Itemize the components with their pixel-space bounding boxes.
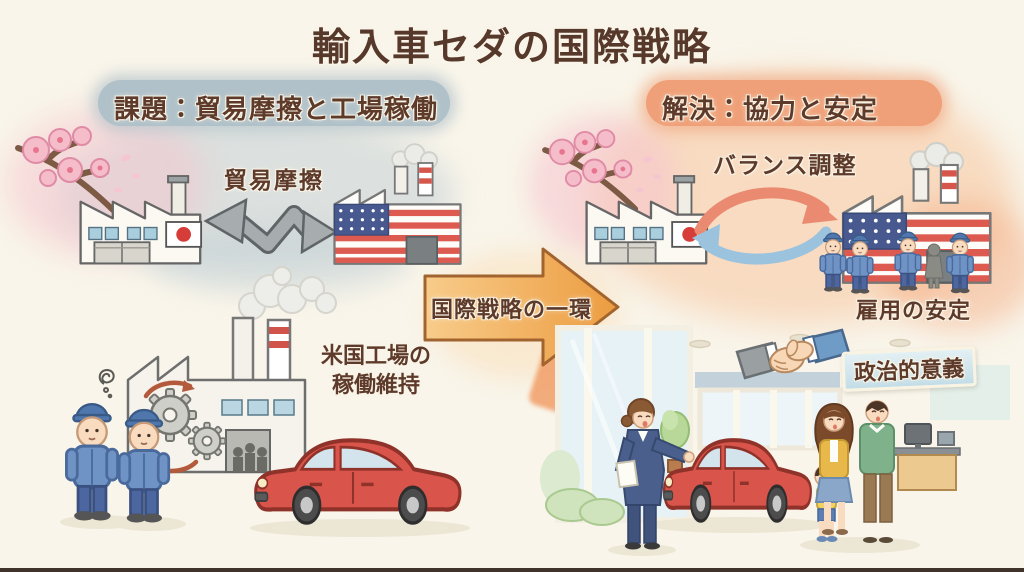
rotation-arrows	[143, 380, 199, 474]
right-headline-band	[646, 80, 942, 126]
employment-stability-label: 雇用の安定	[856, 299, 972, 324]
worker-figure	[64, 402, 120, 523]
gear-icon	[143, 388, 197, 442]
bottom-border-bar	[0, 568, 1024, 572]
window-header-band	[695, 372, 840, 388]
thought-scribble-icon	[98, 368, 115, 399]
strategy-arrow-label: 国際戦略の一環	[431, 298, 593, 323]
potted-tree	[660, 410, 690, 473]
child-figure	[814, 464, 838, 542]
ceiling-lights	[689, 333, 911, 349]
us-factory-operations-label: 米国工場の 稼働維持	[318, 342, 434, 400]
trade-friction-label: 貿易摩擦	[224, 168, 324, 194]
worker-silhouettes	[233, 443, 267, 472]
gear-factory	[126, 266, 337, 474]
watercolor-wash-pink	[5, 108, 205, 258]
watercolor-wash-blue	[150, 226, 410, 296]
us-factory-operations-line1: 米国工場の	[320, 344, 431, 369]
red-sedan	[648, 440, 828, 533]
left-headline-band	[98, 80, 450, 126]
balance-adjustment-label: バランス調整	[713, 153, 857, 179]
mother-figure	[814, 402, 854, 535]
interior-windows	[697, 387, 843, 451]
red-sedan	[250, 440, 470, 537]
handshake-icon	[735, 328, 851, 380]
political-significance-box: 政治的意義	[841, 346, 977, 392]
watercolor-wash-pink	[528, 115, 678, 255]
us-factory-operations-line2: 稼働維持	[331, 373, 420, 398]
left-panel-headline: 課題：貿易摩擦と工場稼働	[114, 95, 439, 125]
gear-icon	[187, 421, 227, 461]
small-monitor-icon	[937, 431, 955, 446]
family	[800, 400, 920, 553]
political-significance-label: 政治的意義	[853, 356, 965, 387]
computer-monitor-icon	[904, 423, 932, 445]
father-figure	[859, 400, 895, 543]
page-title: 輸入車セダの国際戦略	[311, 25, 713, 69]
worker-figure	[117, 408, 171, 524]
worried-workers	[60, 368, 186, 531]
saleswoman	[608, 398, 695, 556]
right-panel-headline: 解決：協力と安定	[662, 95, 879, 125]
